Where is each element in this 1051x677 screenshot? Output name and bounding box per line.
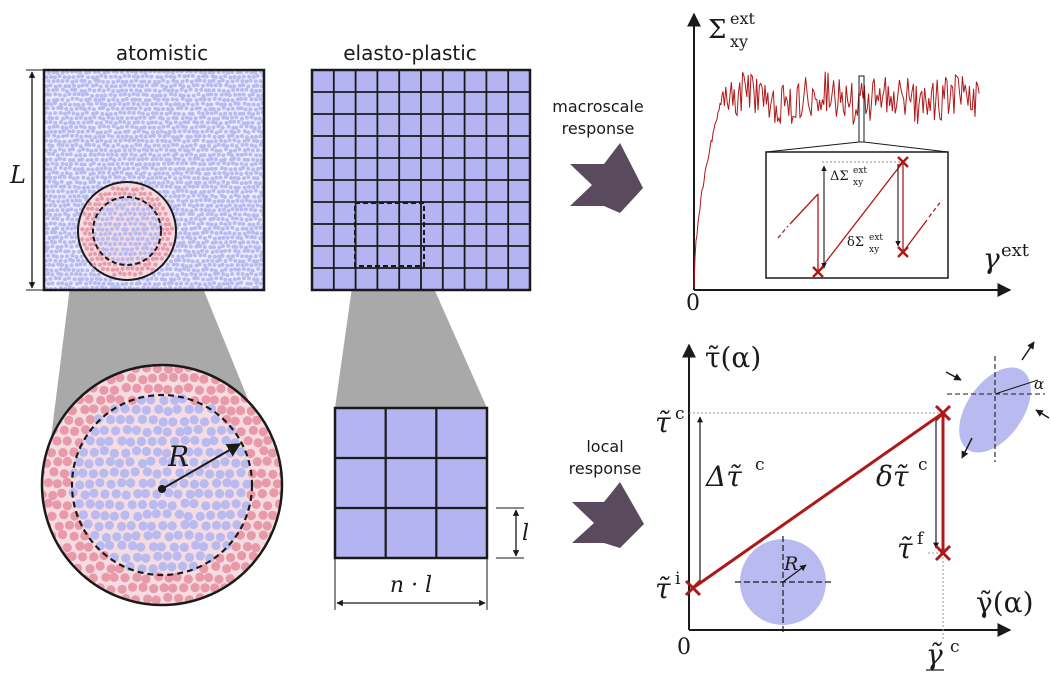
local-guides — [689, 412, 944, 640]
svg-text:δτ̃: δτ̃ — [876, 460, 909, 493]
length-label: L — [9, 161, 26, 189]
local-inclusion-icon — [735, 536, 833, 632]
svg-text:i: i — [675, 569, 681, 589]
svg-text:ext: ext — [1001, 240, 1030, 261]
local-y-label: τ̃(α) — [705, 341, 761, 374]
local-arrow-label-2: response — [569, 459, 642, 478]
macro-arrow: macroscale response — [552, 97, 644, 213]
gamma-c-label: γ̃ c — [926, 637, 960, 671]
svg-text:τ̃: τ̃ — [655, 406, 671, 439]
svg-text:ΔΣ: ΔΣ — [830, 169, 849, 184]
macro-arrow-label-1: macroscale — [552, 97, 643, 116]
macro-arrow-label-2: response — [562, 119, 635, 138]
elasto-plastic-grid — [310, 68, 532, 292]
macro-y-label: Σ ext xy — [708, 9, 755, 51]
tau-c-label: τ̃ c — [655, 404, 685, 439]
local-radius-label: R — [783, 553, 798, 575]
svg-text:xy: xy — [853, 178, 864, 188]
svg-text:τ̃: τ̃ — [655, 572, 671, 605]
radius-label: R — [167, 440, 189, 473]
cell-size-label: l — [522, 521, 529, 546]
selected-block — [354, 202, 425, 267]
width-dimension — [334, 558, 488, 610]
svg-text:c: c — [755, 455, 765, 475]
svg-text:c: c — [950, 637, 960, 657]
svg-text:ext: ext — [853, 166, 867, 176]
tau-f-label: τ̃ f — [897, 529, 925, 565]
svg-text:Δτ̃: Δτ̃ — [705, 460, 742, 493]
local-arrow: local response — [569, 437, 644, 548]
local-arrow-label-1: local — [586, 437, 623, 456]
zoom-window — [765, 75, 949, 153]
svg-text:δΣ: δΣ — [847, 235, 864, 250]
svg-text:xy: xy — [730, 32, 748, 51]
macro-inset: ΔΣ ext xy δΣ ext xy — [765, 151, 949, 279]
deformed-ellipse-icon — [945, 341, 1050, 462]
svg-text:c: c — [675, 404, 685, 424]
inset-small-drop-label: δΣ ext xy — [847, 233, 883, 255]
length-dimension — [26, 69, 44, 291]
svg-text:ext: ext — [730, 9, 755, 28]
atomistic-title: atomistic — [116, 41, 208, 65]
small-delta-tau-c-label: δτ̃ c — [876, 455, 928, 493]
svg-text:ext: ext — [869, 233, 883, 243]
delta-tau-c-label: Δτ̃ c — [705, 455, 765, 493]
large-inclusion — [40, 363, 284, 607]
tau-i-label: τ̃ i — [655, 569, 681, 605]
small-inclusion — [77, 181, 177, 281]
svg-text:c: c — [918, 455, 928, 475]
zoom-cone-grid — [335, 266, 487, 408]
svg-text:f: f — [917, 529, 925, 549]
local-response-curve — [684, 404, 952, 597]
svg-text:xy: xy — [869, 245, 880, 255]
zoomed-grid — [333, 406, 489, 560]
local-x-label: γ̃(α) — [976, 586, 1034, 619]
macro-axes — [687, 12, 1012, 297]
width-label: n · l — [390, 573, 432, 598]
macro-origin: 0 — [686, 291, 700, 316]
atomistic-box — [42, 68, 266, 292]
elasto-plastic-title: elasto-plastic — [343, 41, 477, 65]
cell-dimension — [496, 507, 524, 559]
stress-strain-curve — [693, 71, 980, 289]
angle-label: α — [1034, 375, 1044, 393]
svg-text:Σ: Σ — [708, 15, 726, 45]
local-origin: 0 — [677, 635, 691, 660]
svg-text:γ̃: γ̃ — [926, 638, 943, 671]
svg-text:τ̃: τ̃ — [897, 532, 913, 565]
svg-text:γ: γ — [983, 242, 1000, 275]
inset-big-drop-label: ΔΣ ext xy — [830, 166, 867, 188]
macro-x-label: γ ext — [983, 240, 1030, 275]
